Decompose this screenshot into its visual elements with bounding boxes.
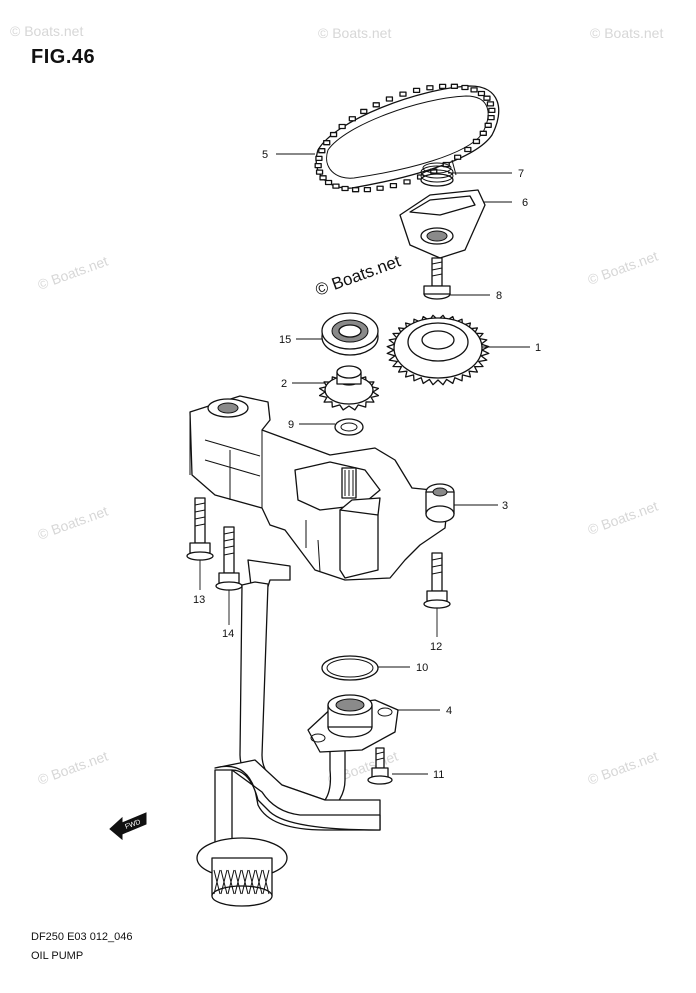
callout-7: 7 <box>518 168 524 180</box>
watermark: © Boats.net <box>586 498 661 538</box>
watermark: © Boats.net <box>36 253 111 293</box>
figure-name: OIL PUMP <box>31 950 84 962</box>
large-sprocket <box>386 314 490 386</box>
leader-lines <box>199 153 530 775</box>
watermark: © Boats.net <box>590 25 663 41</box>
callouts: 5 7 6 8 15 1 2 9 3 13 14 12 10 4 11 <box>193 149 541 781</box>
bolt-14 <box>215 526 243 591</box>
callout-15: 15 <box>279 334 291 346</box>
bolt-13 <box>186 497 214 561</box>
callout-13: 13 <box>193 594 205 606</box>
watermark: © Boats.net <box>10 23 83 39</box>
chain-tensioner <box>399 189 486 259</box>
oil-strainer-pipe <box>196 559 381 907</box>
watermark-center: © Boats.net <box>313 251 403 299</box>
oil-pump-chain <box>314 83 500 193</box>
figure-title: FIG.46 <box>31 46 96 68</box>
bearing <box>321 312 379 356</box>
callout-12: 12 <box>430 641 442 653</box>
oil-pump-body <box>189 395 455 581</box>
pump-flange <box>307 694 399 753</box>
watermark: © Boats.net <box>36 503 111 543</box>
fwd-arrow-icon: FWD <box>109 812 147 841</box>
callout-5: 5 <box>262 149 268 161</box>
callout-6: 6 <box>522 197 528 209</box>
bolt-11 <box>367 747 393 785</box>
callout-8: 8 <box>496 290 502 302</box>
callout-10: 10 <box>416 662 428 674</box>
watermark: © Boats.net <box>36 748 111 788</box>
tensioner-spring <box>420 159 457 187</box>
callout-1: 1 <box>535 342 541 354</box>
watermark: © Boats.net <box>586 748 661 788</box>
watermark: © Boats.net <box>586 248 661 288</box>
callout-2: 2 <box>281 378 287 390</box>
callout-14: 14 <box>222 628 234 640</box>
bolt-12 <box>423 552 451 609</box>
callout-9: 9 <box>288 419 294 431</box>
callout-3: 3 <box>502 500 508 512</box>
tensioner-bolt <box>423 257 451 300</box>
callout-4: 4 <box>446 705 452 717</box>
small-gear <box>318 365 380 411</box>
o-ring <box>321 655 379 681</box>
callout-11: 11 <box>433 769 444 781</box>
figure-code: DF250 E03 012_046 <box>31 931 133 943</box>
washer <box>334 418 364 436</box>
watermark: © Boats.net <box>318 25 391 41</box>
